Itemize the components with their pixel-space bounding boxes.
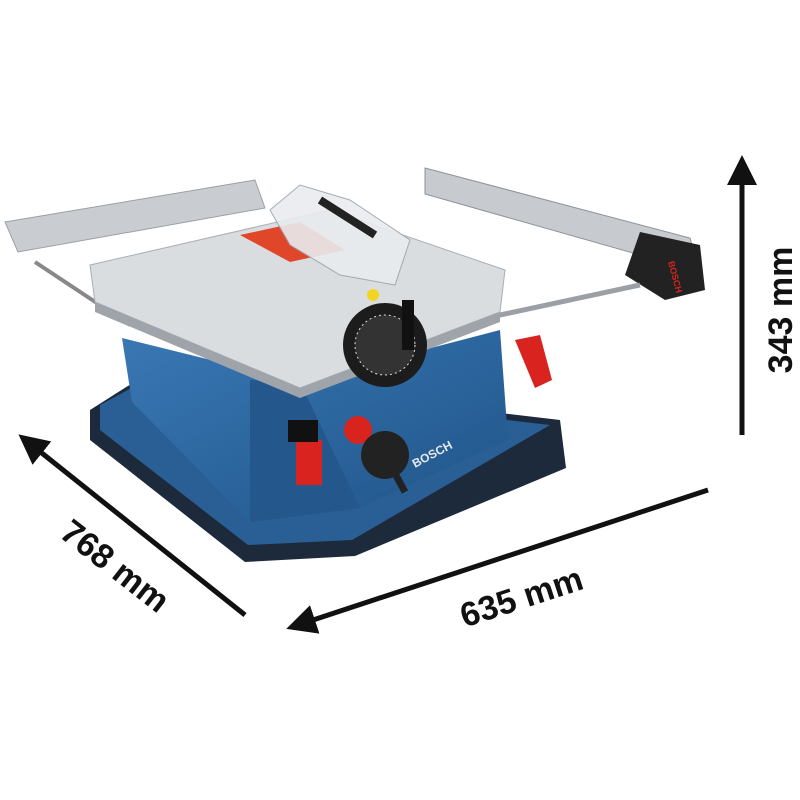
height-label: 343 mm (762, 247, 800, 374)
depth-arrow (18, 434, 247, 617)
fence-lock (625, 232, 705, 300)
width-label: 635 mm (456, 560, 588, 635)
blade-guard (269, 184, 411, 286)
depth-label: 768 mm (53, 512, 176, 620)
height-lever (515, 335, 552, 388)
width-arrow (286, 487, 709, 634)
rear-extension (4, 179, 266, 253)
power-switch (296, 440, 322, 485)
